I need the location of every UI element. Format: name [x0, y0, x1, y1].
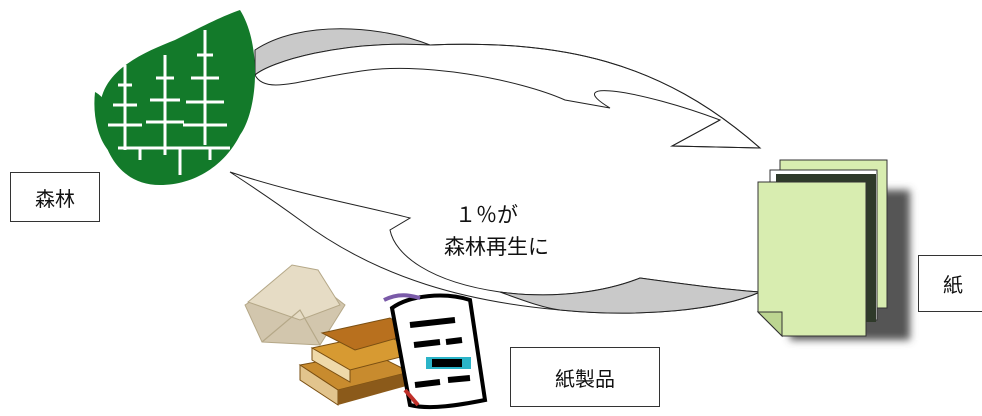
- arrow-forest-to-paper: [254, 28, 762, 149]
- forest-icon: [94, 10, 256, 185]
- center-text-line2: 森林再生に: [444, 235, 549, 259]
- books-icon: [298, 317, 422, 406]
- forest-label: 森林: [10, 172, 100, 222]
- paper-products-label: 紙製品: [510, 347, 660, 407]
- arrow-paper-to-forest: [229, 171, 761, 314]
- paper-label: 紙: [918, 255, 982, 312]
- paper-stack-icon: [756, 159, 910, 340]
- center-text-line1: １％が: [455, 203, 518, 227]
- envelope-icon: [244, 264, 346, 346]
- document-icon: [383, 293, 488, 410]
